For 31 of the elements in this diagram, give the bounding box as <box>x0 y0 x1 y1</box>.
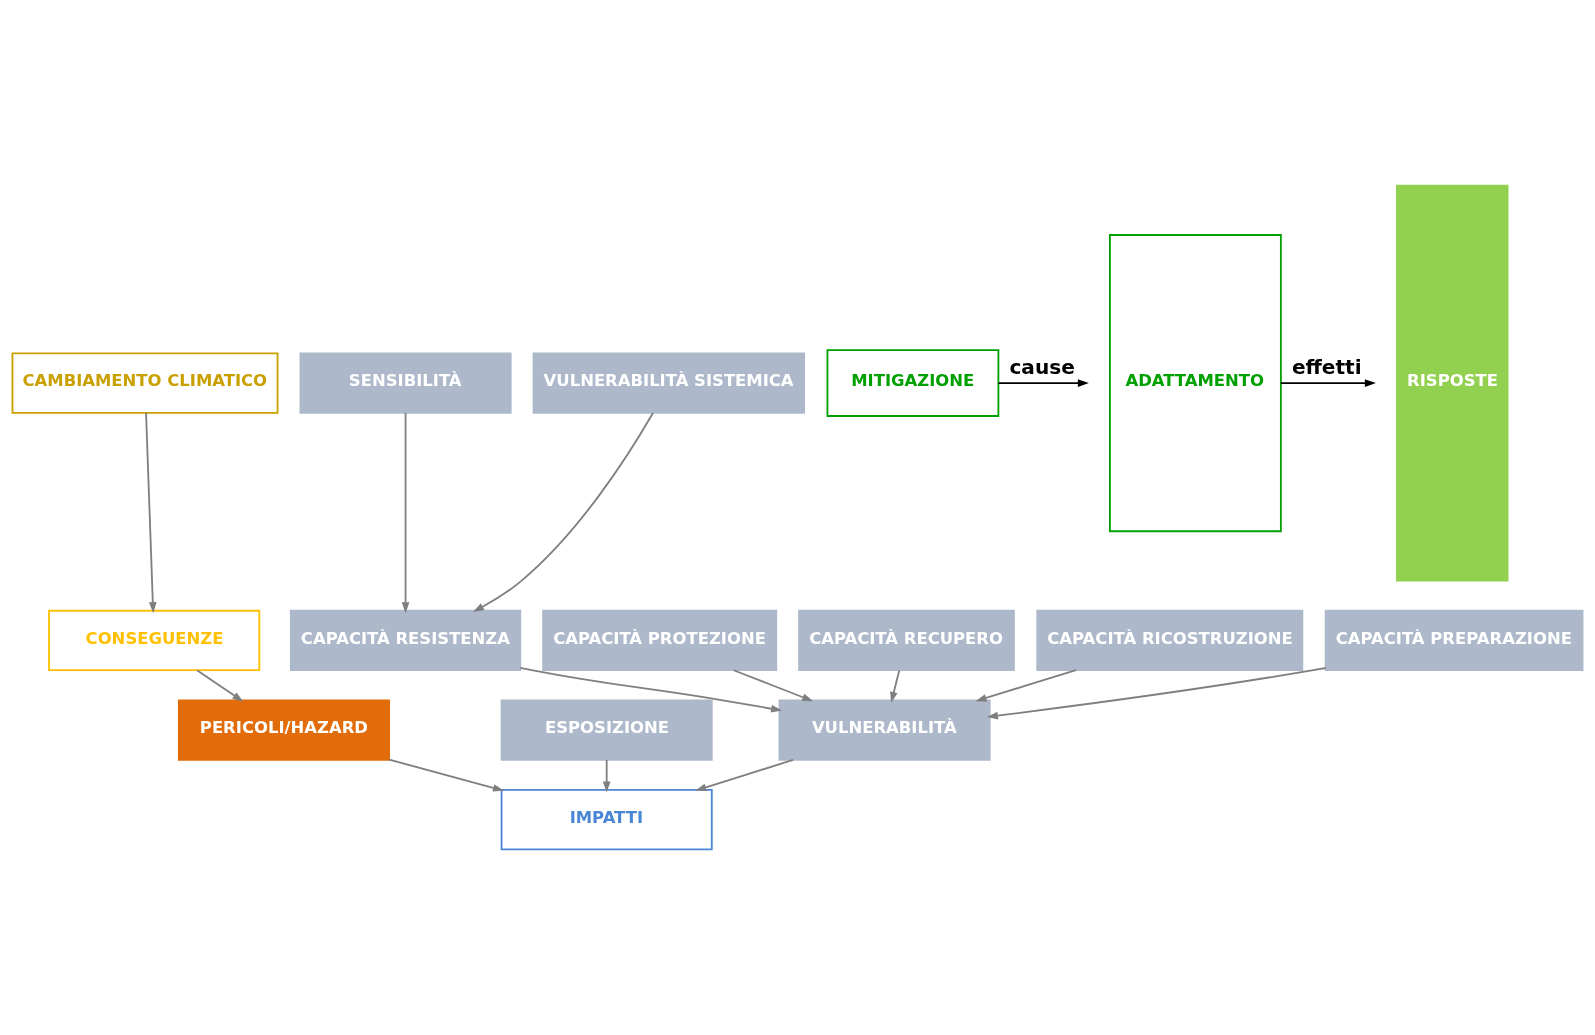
arrow <box>732 669 814 702</box>
arrow <box>986 667 1327 720</box>
node-box: VULNERABILITÀ <box>778 699 991 761</box>
arrow <box>695 758 795 792</box>
edge-label: effetti <box>1291 354 1362 379</box>
node-box: VULNERABILITÀ SISTEMICA <box>532 352 806 414</box>
arrow <box>388 758 504 792</box>
node-box: CAPACITÀ RESISTENZA <box>289 609 522 672</box>
arrow <box>602 759 611 793</box>
node-box: PERICOLI/HAZARD <box>177 699 390 761</box>
node-box: CAPACITÀ PROTEZIONE <box>542 609 778 672</box>
node-box: IMPATTI <box>500 789 713 851</box>
node-box: ADATTAMENTO <box>1109 234 1282 533</box>
arrow <box>1279 379 1376 387</box>
node-box: MITIGAZIONE <box>826 349 1000 417</box>
arrow <box>997 379 1089 387</box>
node-box: CAMBIAMENTO CLIMATICO <box>11 352 279 414</box>
arrow <box>401 411 410 614</box>
node-box: CAPACITÀ RICOSTRUZIONE <box>1036 609 1304 672</box>
arrow <box>890 669 901 703</box>
arrow <box>519 667 783 713</box>
node-box: CONSEGUENZE <box>48 609 261 672</box>
arrow <box>145 411 157 614</box>
node-box: ESPOSIZIONE <box>500 699 713 761</box>
arrow <box>975 669 1077 702</box>
node-box: RISPOSTE <box>1396 184 1509 582</box>
node-box: CAPACITÀ RECUPERO <box>798 609 1015 672</box>
node-box: CAPACITÀ PREPARAZIONE <box>1324 609 1584 672</box>
node-box: SENSIBILITÀ <box>299 352 512 414</box>
edge-label: cause <box>1009 354 1075 379</box>
arrow <box>472 412 654 612</box>
